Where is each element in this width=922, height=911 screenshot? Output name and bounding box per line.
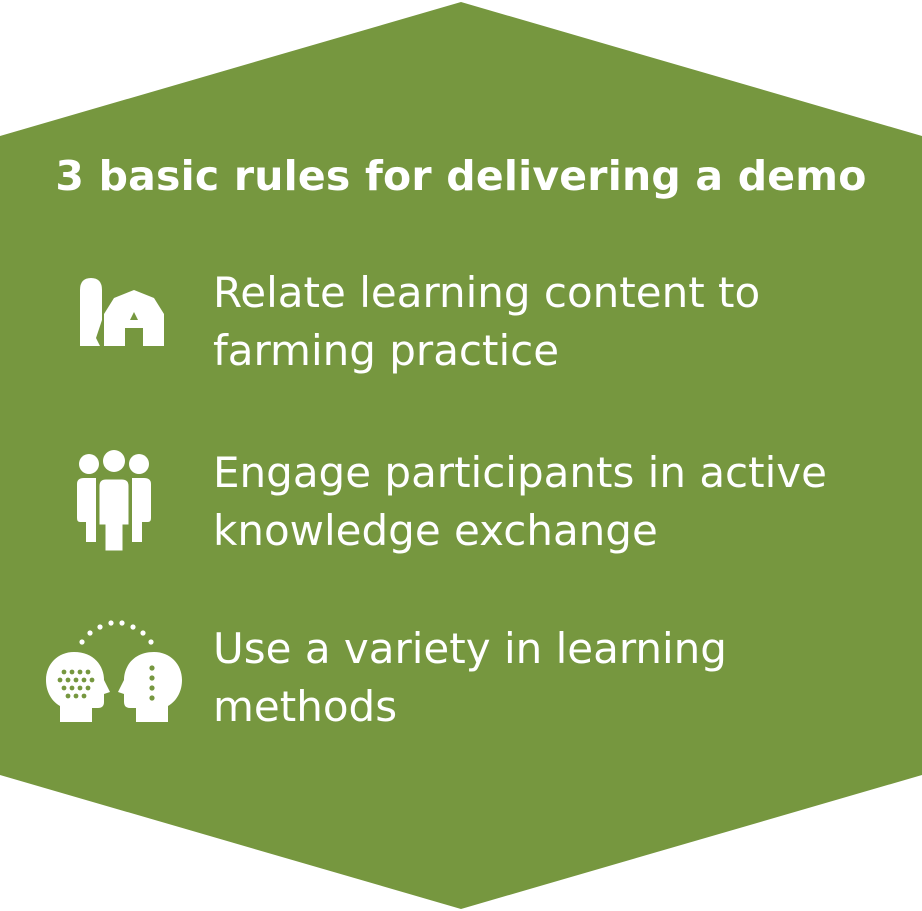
knowledge-exchange-heads-icon — [46, 620, 182, 722]
rule-2-text: Engage participants in active knowledge … — [213, 444, 827, 560]
rule-3-line-1: Use a variety in learning — [213, 624, 727, 673]
rule-1-text: Relate learning content to farming pract… — [213, 264, 760, 380]
rule-2-line-1: Engage participants in active — [213, 448, 827, 497]
people-group-icon — [77, 450, 151, 554]
page-title: 3 basic rules for delivering a demo — [55, 152, 867, 200]
rule-3-line-2: methods — [213, 682, 398, 731]
farm-icon — [80, 278, 164, 346]
rule-2-line-2: knowledge exchange — [213, 506, 658, 555]
rule-1-line-1: Relate learning content to — [213, 268, 761, 317]
rule-3-text: Use a variety in learning methods — [213, 620, 727, 736]
rule-1-line-2: farming practice — [213, 326, 560, 375]
